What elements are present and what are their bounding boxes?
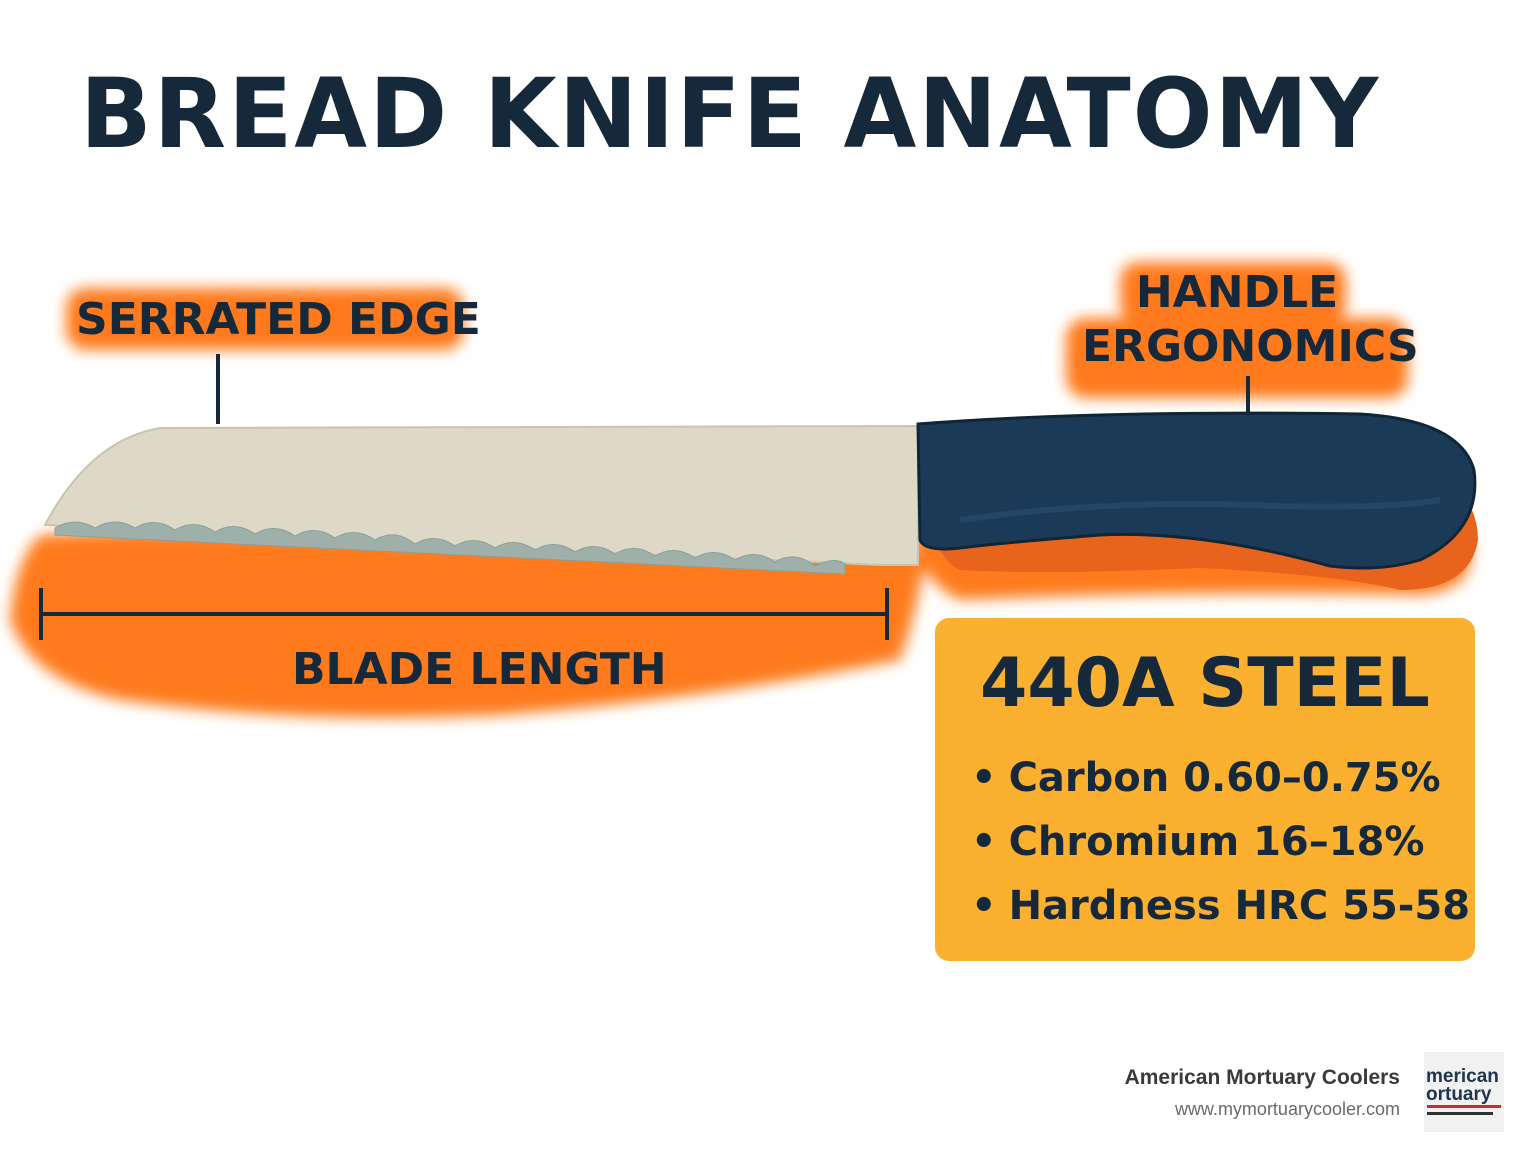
brand-url[interactable]: www.mymortuarycooler.com [1174,1099,1400,1119]
serrated-edge-teeth [54,521,846,575]
brand-logo-line2: ortuary [1426,1084,1492,1105]
brand-name: American Mortuary Coolers [1124,1066,1400,1089]
brand-logo-stripe-red [1427,1105,1501,1108]
handle-highlight [959,497,1441,523]
brand-logo: merican ortuary [1424,1052,1504,1132]
handle-ergonomics-label: HANDLE ERGONOMICS [1082,266,1419,374]
handle-label-line2: ERGONOMICS [1082,321,1419,372]
knife-handle [916,411,1477,570]
steel-spec-list: Carbon 0.60–0.75% Chromium 16–18% Hardne… [971,746,1470,938]
spec-item-carbon: Carbon 0.60–0.75% [971,746,1470,810]
serrated-edge-label: SERRATED EDGE [76,294,481,345]
brand-logo-line1: merican [1426,1066,1499,1087]
spec-item-hardness: Hardness HRC 55-58 [971,874,1470,938]
spec-item-chromium: Chromium 16–18% [971,810,1470,874]
steel-spec-card: 440A STEEL Carbon 0.60–0.75% Chromium 16… [935,618,1475,961]
brand-logo-stripe-dark [1427,1112,1493,1115]
page-title: BREAD KNIFE ANATOMY [80,58,1381,170]
blade-length-dimension-line [39,588,889,640]
handle-label-line1: HANDLE [1135,267,1339,318]
steel-spec-title: 440A STEEL [980,644,1430,723]
blade-length-label: BLADE LENGTH [292,644,667,695]
